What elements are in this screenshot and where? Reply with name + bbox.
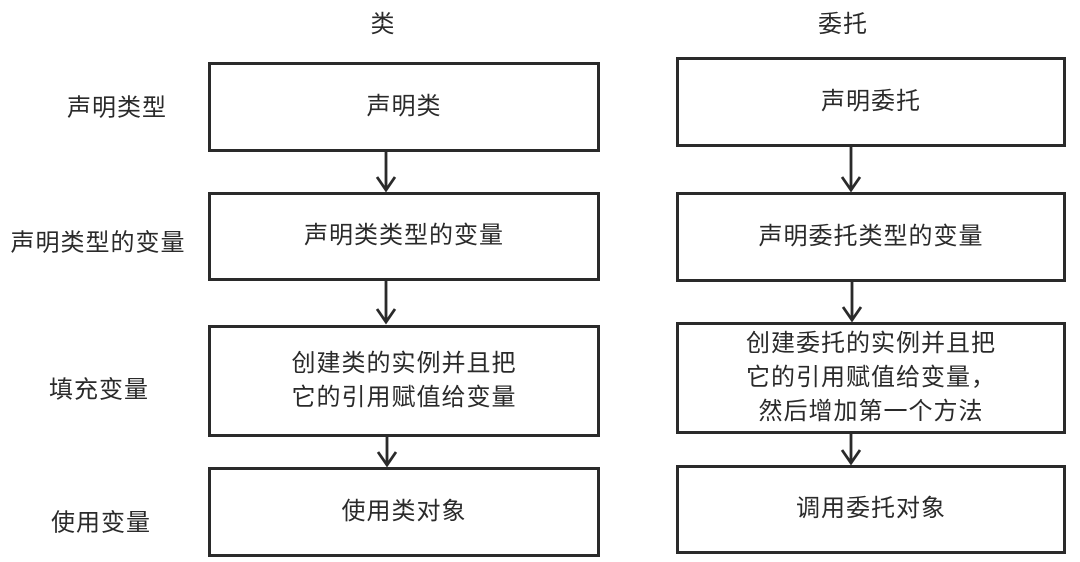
flow-arrow-delegate-3 bbox=[840, 433, 862, 466]
box-declare-class: 声明类 bbox=[208, 62, 600, 152]
column-header-delegate: 委托 bbox=[818, 11, 868, 38]
flow-arrow-delegate-1 bbox=[840, 146, 862, 193]
row-label-use-variable: 使用变量 bbox=[51, 509, 151, 537]
box-declare-delegate-variable: 声明委托类型的变量 bbox=[676, 192, 1066, 282]
flow-arrow-class-3 bbox=[376, 436, 398, 468]
box-create-delegate-instance: 创建委托的实例并且把 它的引用赋值给变量， 然后增加第一个方法 bbox=[676, 322, 1066, 434]
flow-arrow-class-1 bbox=[375, 150, 397, 193]
flow-arrow-class-2 bbox=[375, 279, 397, 325]
flow-arrow-delegate-2 bbox=[841, 281, 863, 323]
row-label-declare-variable: 声明类型的变量 bbox=[10, 229, 186, 257]
box-declare-delegate: 声明委托 bbox=[676, 57, 1066, 147]
box-invoke-delegate-object: 调用委托对象 bbox=[676, 465, 1066, 554]
row-label-fill-variable: 填充变量 bbox=[49, 376, 149, 404]
box-create-class-instance: 创建类的实例并且把 它的引用赋值给变量 bbox=[208, 325, 600, 437]
column-header-class: 类 bbox=[370, 11, 396, 38]
box-use-class-object: 使用类对象 bbox=[208, 467, 600, 557]
row-label-declare-type: 声明类型 bbox=[67, 94, 167, 122]
box-declare-class-variable: 声明类类型的变量 bbox=[208, 192, 600, 281]
